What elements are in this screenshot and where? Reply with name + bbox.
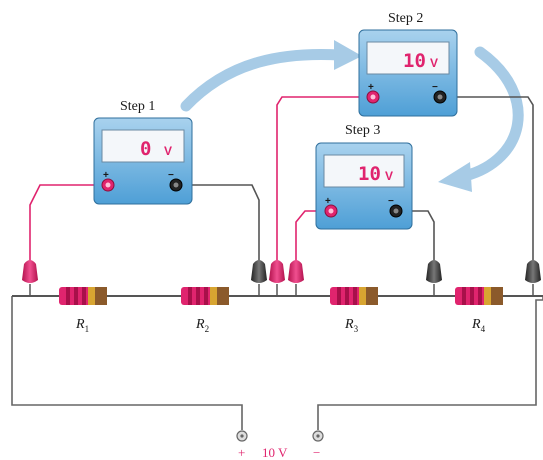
source-minus-sign: − bbox=[313, 445, 320, 460]
step2-unit: V bbox=[430, 56, 438, 70]
voltmeter-step2: Step 2 10 V + − bbox=[358, 11, 458, 117]
step3-label: Step 3 bbox=[345, 123, 380, 138]
arrow-head-step2 bbox=[334, 40, 362, 70]
step2-positive-lead bbox=[276, 96, 370, 262]
step3-plus-sign: + bbox=[325, 196, 331, 207]
step1-unit: V bbox=[164, 144, 172, 158]
arrow-step2-to-step3 bbox=[459, 46, 524, 182]
resistor-r3 bbox=[330, 287, 378, 305]
step3-negative-lead bbox=[398, 210, 435, 262]
step3-display bbox=[323, 154, 405, 188]
step2-plus-sign: + bbox=[368, 82, 374, 93]
source-value: 10 V bbox=[262, 445, 288, 460]
step1-plus-sign: + bbox=[103, 170, 109, 181]
step2-positive-clip bbox=[269, 260, 285, 296]
resistor-r1 bbox=[59, 287, 107, 305]
step2-minus-sign: − bbox=[432, 82, 438, 93]
step3-negative-clip bbox=[426, 260, 442, 296]
source-plus-sign: + bbox=[238, 445, 245, 460]
step3-positive-clip bbox=[288, 260, 304, 296]
arrow-head-step3 bbox=[438, 162, 472, 192]
resistor-label-r3: R3 bbox=[344, 317, 359, 334]
step1-minus-sign: − bbox=[168, 170, 174, 181]
probe-clips bbox=[22, 260, 541, 296]
voltmeter-step3: Step 3 10 V + − bbox=[315, 123, 413, 230]
step3-unit: V bbox=[385, 169, 393, 183]
step1-display bbox=[101, 129, 185, 163]
step1-label: Step 1 bbox=[120, 99, 155, 114]
step2-negative-lead bbox=[438, 96, 534, 262]
step1-positive-clip bbox=[22, 260, 38, 296]
voltmeter-step1: Step 1 0 V + − bbox=[93, 99, 193, 205]
resistor-r4 bbox=[455, 287, 503, 305]
step-arrows bbox=[180, 40, 524, 192]
resistor-label-r4: R4 bbox=[471, 317, 486, 334]
source-wiring bbox=[11, 296, 543, 430]
step1-positive-lead bbox=[29, 184, 105, 262]
step2-label: Step 2 bbox=[388, 11, 423, 26]
step1-negative-clip bbox=[251, 260, 267, 296]
step1-negative-lead bbox=[180, 184, 260, 262]
step2-reading: 10 bbox=[403, 50, 426, 72]
step3-reading: 10 bbox=[358, 163, 381, 185]
step3-minus-sign: − bbox=[388, 196, 394, 207]
voltage-source: + 10 V − bbox=[236, 430, 324, 460]
step1-reading: 0 bbox=[140, 138, 151, 160]
resistor-r2 bbox=[181, 287, 229, 305]
resistor-label-r1: R1 bbox=[75, 317, 89, 334]
step2-negative-clip bbox=[525, 260, 541, 296]
step2-display bbox=[366, 41, 450, 75]
resistor-label-r2: R2 bbox=[195, 317, 209, 334]
arrow-step1-to-step2 bbox=[180, 48, 346, 112]
meter-leads bbox=[29, 96, 534, 262]
